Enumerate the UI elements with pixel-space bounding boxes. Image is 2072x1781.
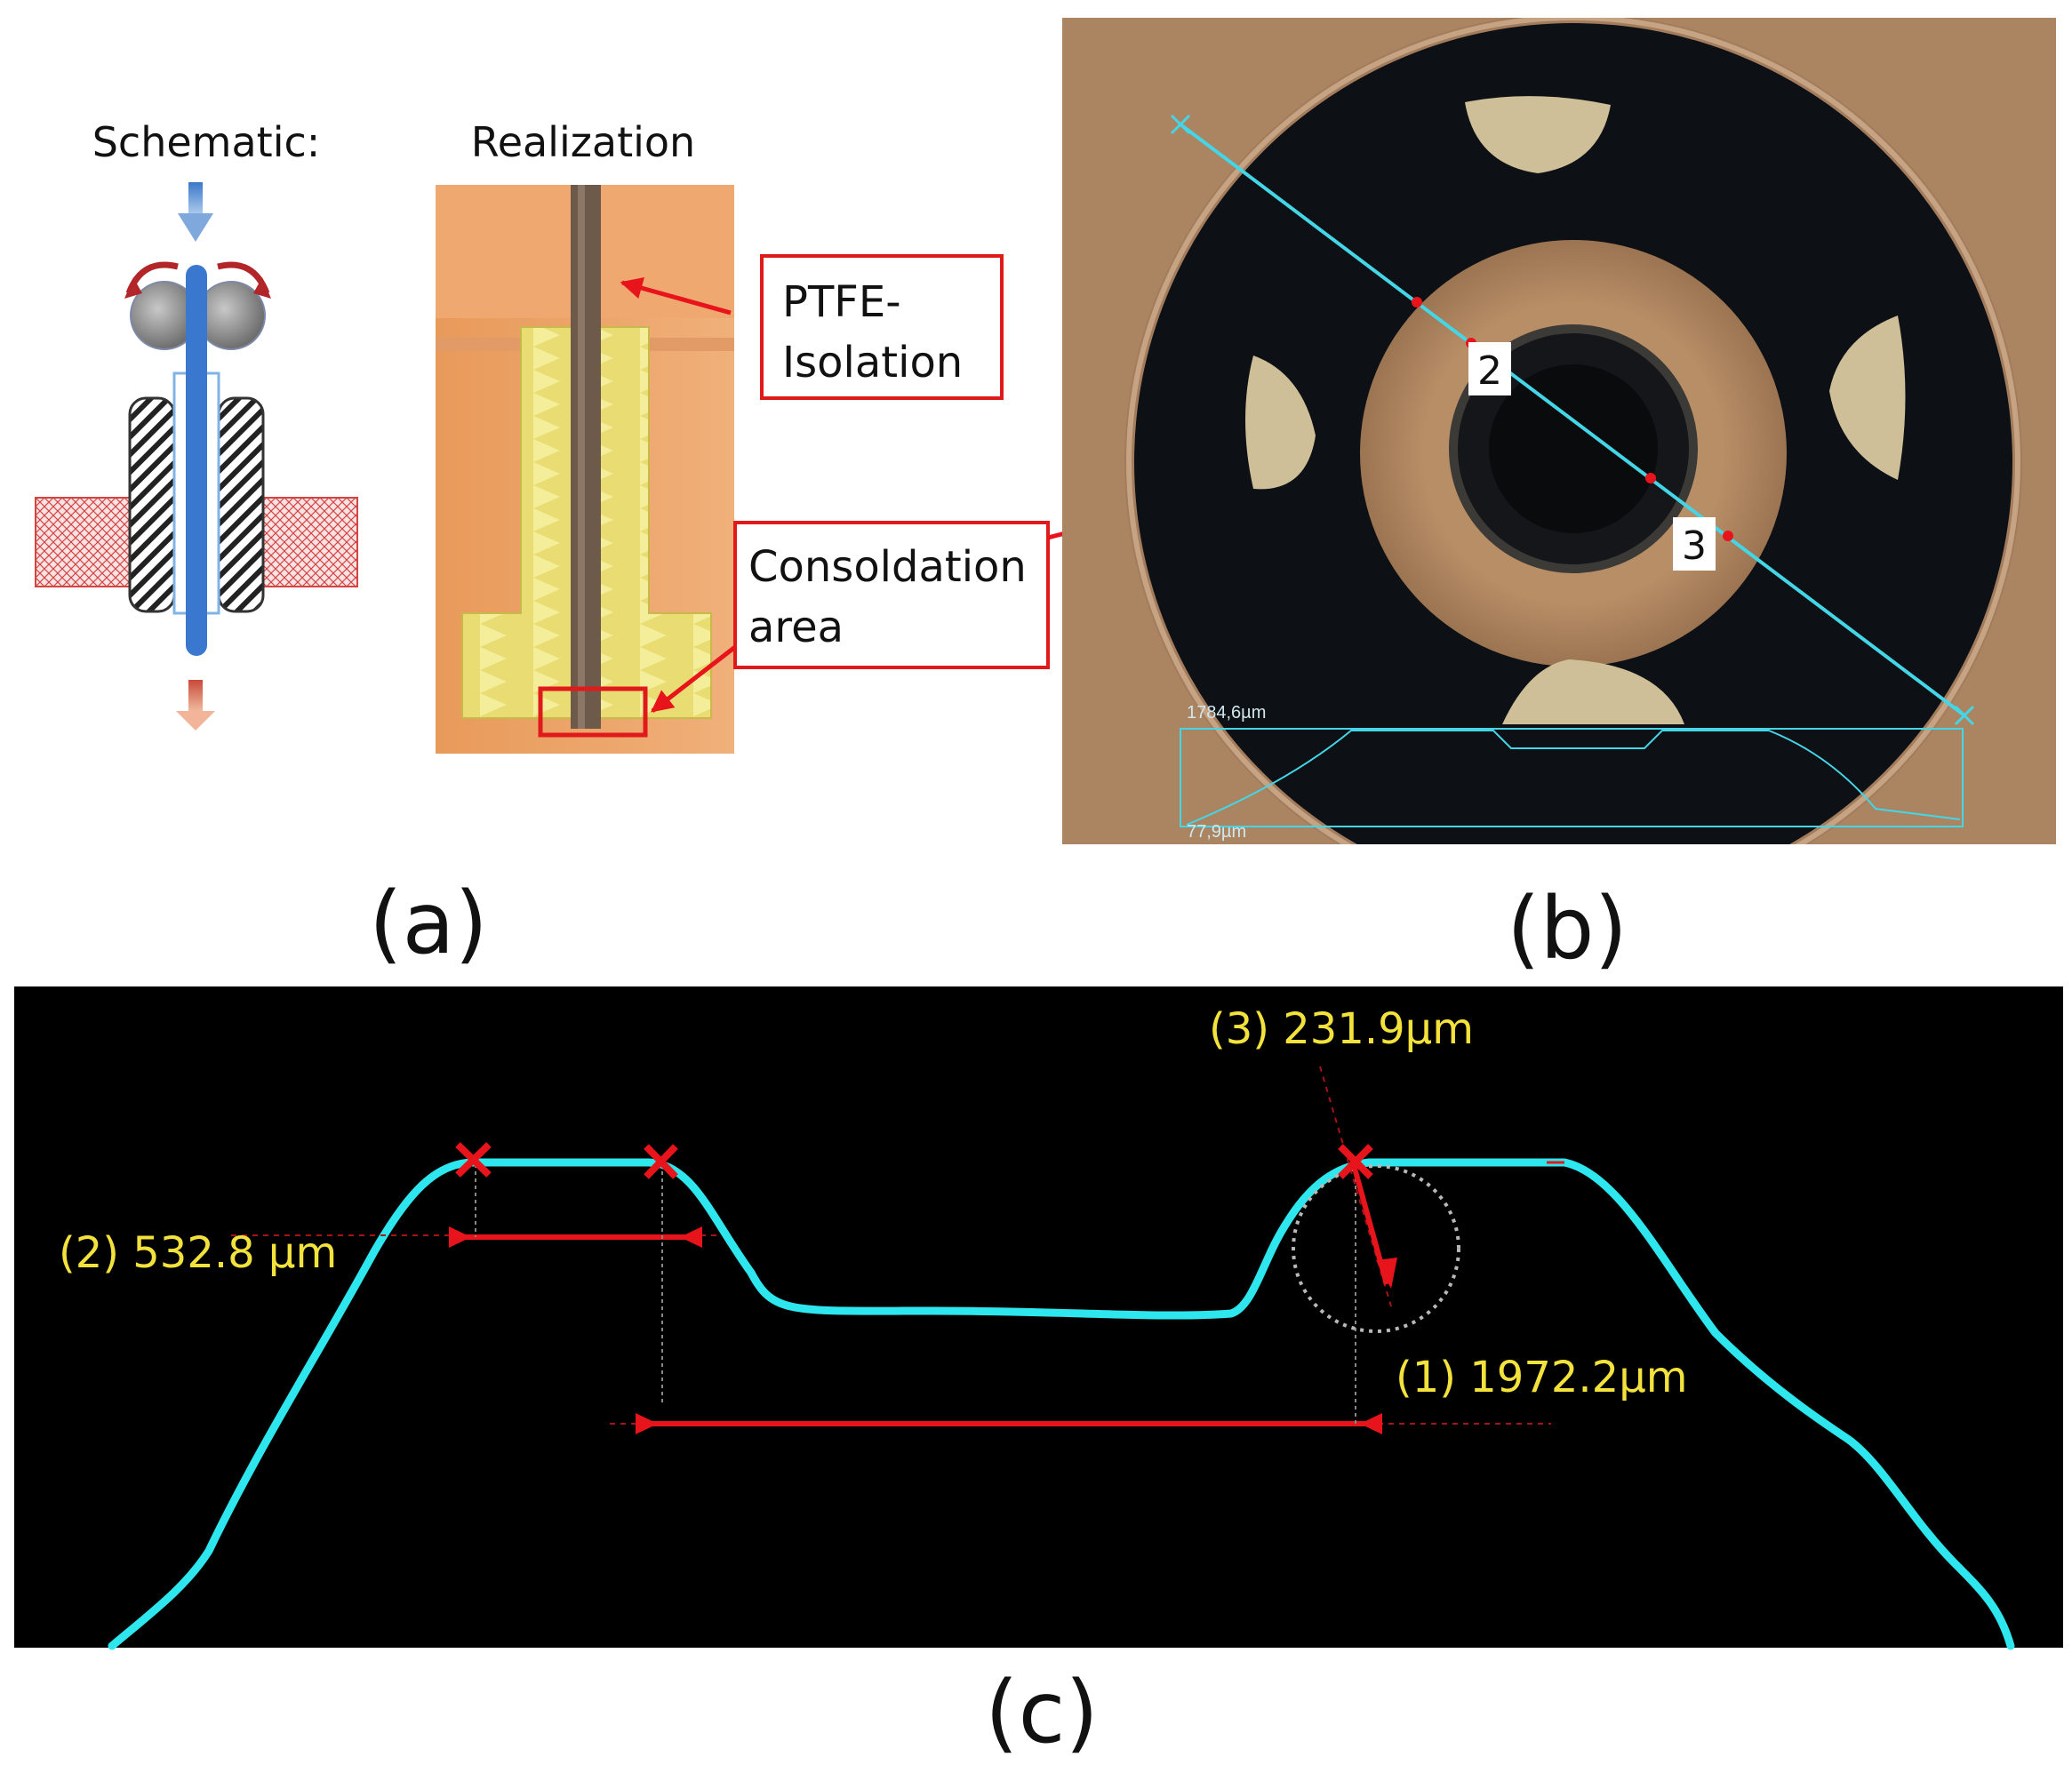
marker-3: 3 [1682, 523, 1707, 569]
profile-plot-area [14, 986, 2063, 1648]
callout-ptfe-line2: Isolation [782, 338, 963, 387]
cross-marker-3 [1338, 1144, 1373, 1179]
measure-1: (1) 1972.2µm [610, 1164, 1688, 1434]
die-block-right [217, 396, 265, 613]
callout-ptfe-line1: PTFE- [782, 277, 901, 327]
callout-ptfe-arrow [620, 276, 732, 315]
cross-marker-2 [644, 1144, 678, 1179]
caption-c: (c) [985, 1663, 1099, 1762]
realization-title: Realization [471, 118, 695, 166]
filament [186, 265, 207, 656]
measure-1-label: (1) 1972.2µm [1396, 1353, 1688, 1402]
heating-plate-right [259, 497, 358, 587]
measure-3-label: (3) 231.9µm [1209, 1004, 1474, 1054]
realization-photo [436, 185, 734, 754]
callout-consolidation: Consoldation area [651, 443, 1389, 713]
marker-3-box [1673, 517, 1716, 571]
profile-overlay-box [1180, 728, 1964, 827]
measure-2-label: (2) 532.8 µm [59, 1228, 337, 1278]
callout-ptfe: PTFE- Isolation [620, 254, 1004, 400]
fiber-lobe-right [1829, 315, 1906, 480]
caption-a: (a) [369, 874, 488, 973]
panel-b: 2 3 1784,6µm 77,9µm (b) [1062, 18, 2056, 978]
fiber-strand [571, 185, 601, 729]
feed-arrow-out [188, 680, 203, 714]
profile-top-readout: 1784,6µm [1187, 703, 1266, 723]
fiber-lobe-bottom [1502, 659, 1684, 724]
heating-plate-left [35, 497, 134, 587]
callout-consolidation-arrow [651, 645, 737, 713]
profile-curve [108, 1158, 2015, 1650]
schematic-drawing [35, 182, 358, 731]
schematic-title: Schematic: [92, 118, 321, 166]
die-block-left [128, 396, 176, 613]
fiber-lobe-top [1465, 96, 1611, 173]
marker-2: 2 [1477, 348, 1502, 394]
fiber-lobe-left [1245, 355, 1316, 490]
caption-b: (b) [1507, 879, 1628, 978]
measurement-line [1179, 123, 1966, 717]
consolidation-box [538, 686, 648, 738]
feed-arrow-in [188, 182, 203, 218]
callout-consolidation-line2: area [748, 603, 844, 652]
panel-a: Schematic: Realization [35, 118, 1389, 973]
profile-bottom-readout: 77,9µm [1187, 822, 1246, 842]
measure-3: (3) 231.9µm [1209, 1004, 1564, 1333]
marker-2-box [1468, 342, 1511, 395]
cross-marker-1 [455, 1142, 492, 1178]
callout-consolidation-line1: Consoldation [748, 542, 1027, 592]
profile-overlay-curve [1186, 730, 1961, 826]
radius-circle [1292, 1164, 1460, 1333]
panel-c: (2) 532.8 µm (1) 1972.2µm (3) 231.9µm (c… [14, 986, 2063, 1762]
measure-2: (2) 532.8 µm [59, 1142, 720, 1404]
